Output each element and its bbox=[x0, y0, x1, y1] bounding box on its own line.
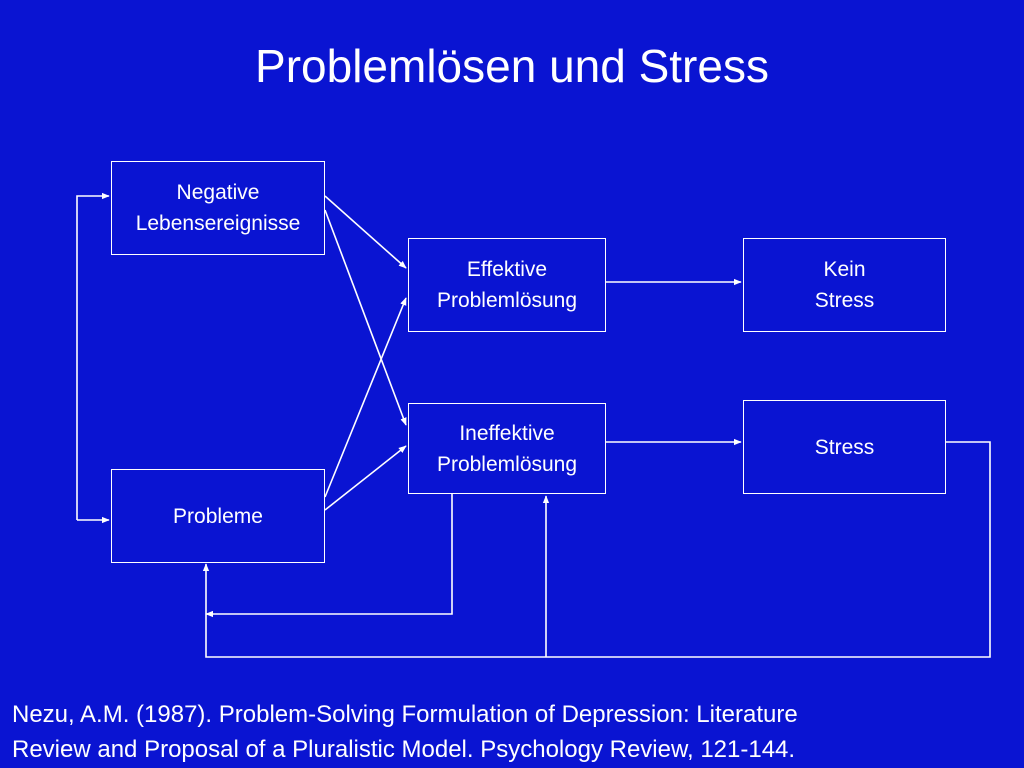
citation-line-1: Nezu, A.M. (1987). Problem-Solving Formu… bbox=[12, 701, 798, 728]
feedback-line-from-stress bbox=[202, 441, 991, 658]
box-ineffective-problem-solving: Ineffektive Problemlösung bbox=[408, 403, 606, 494]
box-negative-life-events-label: Negative Lebensereignisse bbox=[135, 181, 301, 235]
arrow-problems-to-ineffective bbox=[324, 445, 407, 511]
box-negative-life-events: Negative Lebensereignisse bbox=[111, 161, 325, 255]
box-ineffective-label: Ineffektive Problemlösung bbox=[436, 421, 578, 476]
arrow-problems-to-effective bbox=[324, 297, 407, 498]
arrow-ineffective-to-problems bbox=[205, 494, 453, 618]
box-problems-label: Probleme bbox=[173, 504, 263, 528]
citation-line-2: Review and Proposal of a Pluralistic Mod… bbox=[12, 736, 796, 763]
box-stress-label: Stress bbox=[814, 435, 875, 459]
box-problems: Probleme bbox=[111, 469, 325, 563]
slide-title: Problemlösen und Stress bbox=[255, 40, 769, 92]
citation: Nezu, A.M. (1987). Problem-Solving Formu… bbox=[12, 697, 1012, 767]
box-stress: Stress bbox=[743, 400, 946, 494]
box-no-stress-label: Kein Stress bbox=[814, 258, 875, 312]
box-no-stress: Kein Stress bbox=[743, 238, 946, 332]
arrow-loop-to-negative bbox=[76, 192, 110, 520]
arrow-negative-to-ineffective bbox=[324, 209, 407, 426]
arrow-negative-to-effective bbox=[324, 195, 407, 269]
box-effective-problem-solving: Effektive Problemlösung bbox=[408, 238, 606, 332]
box-effective-label: Effektive Problemlösung bbox=[436, 258, 578, 312]
